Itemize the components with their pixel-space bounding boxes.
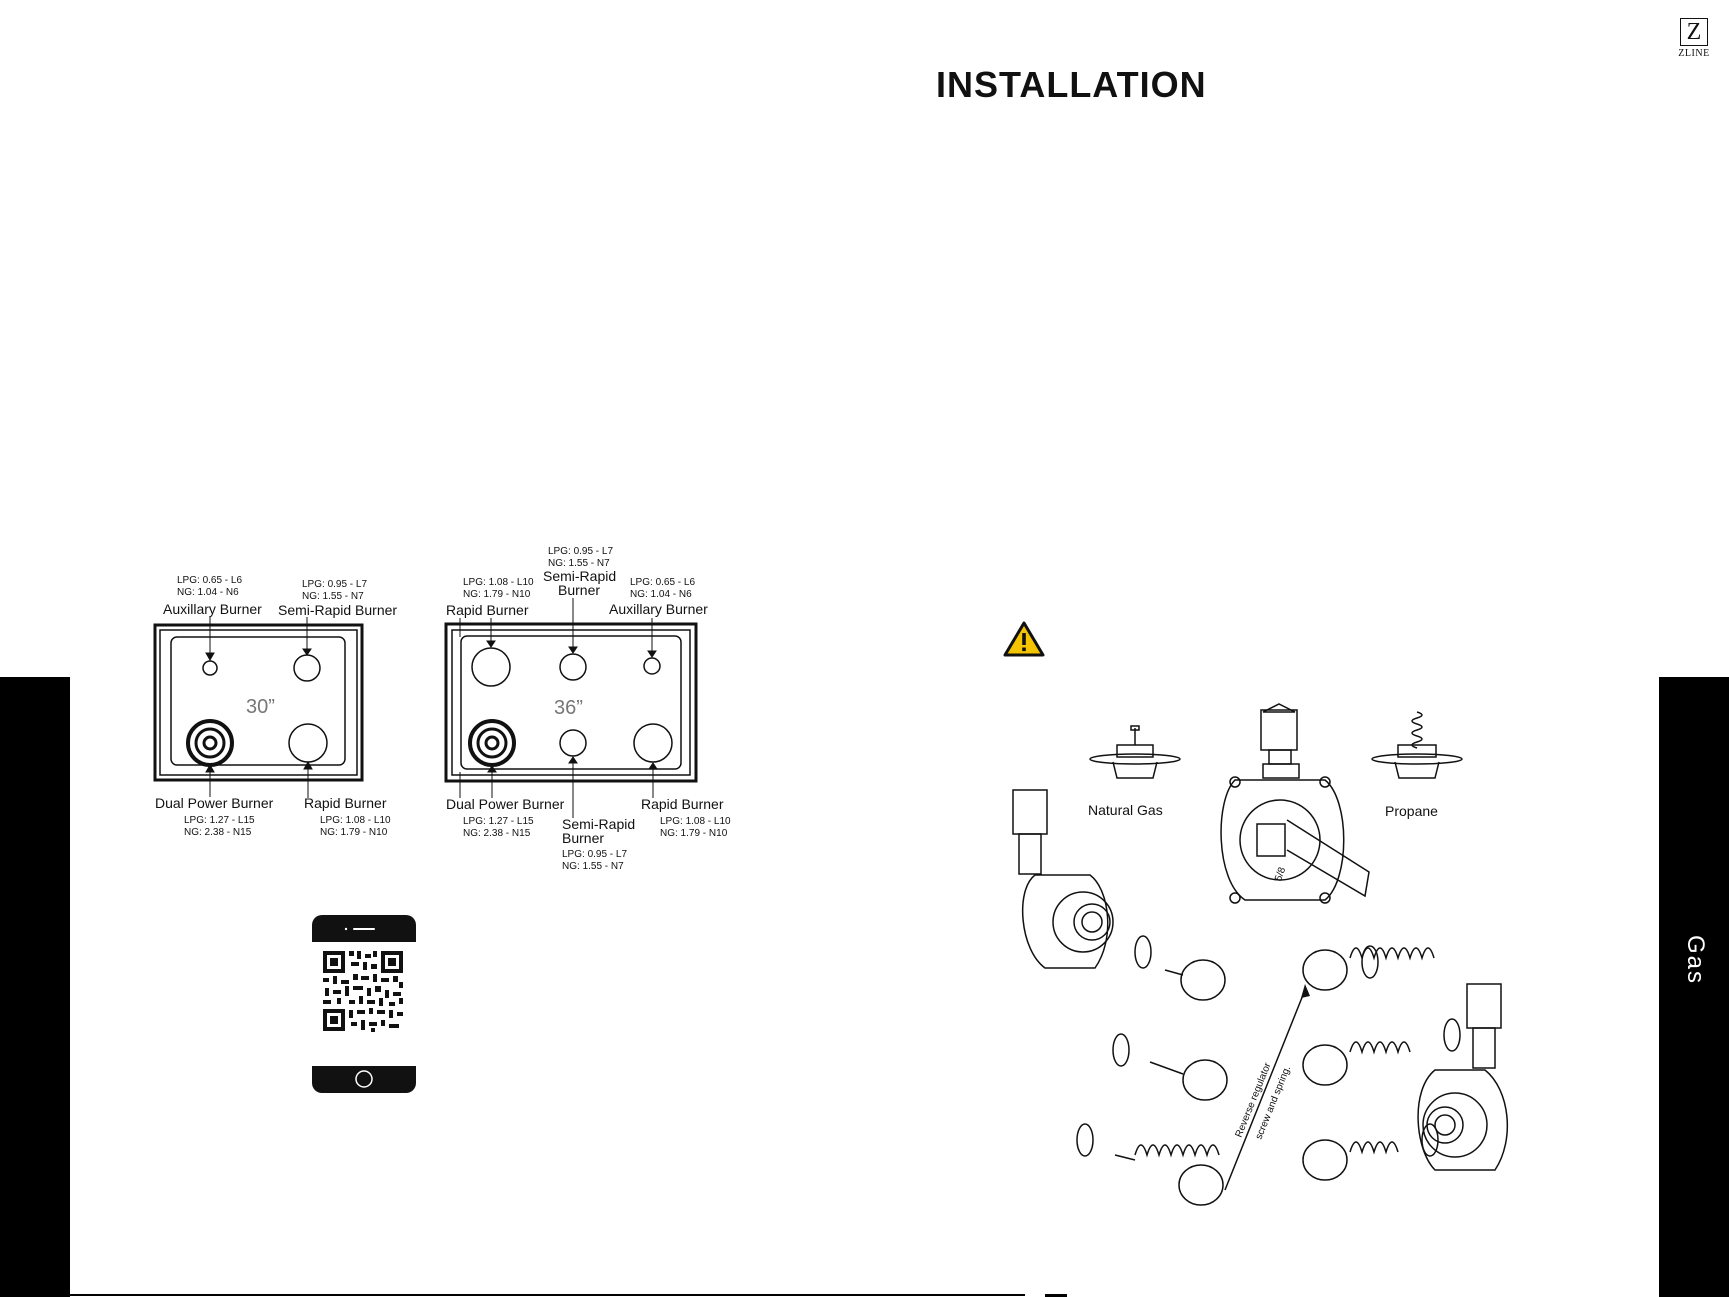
rapid-top-ng: NG: 1.79 - N10 (463, 589, 531, 600)
semi-bottom-ng: NG: 1.55 - N7 (562, 861, 624, 872)
dual-ng: NG: 2.38 - N15 (463, 828, 531, 839)
qr-code-phone-icon (312, 915, 416, 1093)
semi-label: Semi-Rapid Burner (278, 602, 397, 618)
rapid-bottom-label: Rapid Burner (641, 796, 724, 812)
natural-gas-label: Natural Gas (1088, 802, 1163, 818)
zline-logo: Z ZLINE (1677, 18, 1711, 68)
natural-gas-cap (1089, 725, 1181, 779)
right-regulator (1417, 983, 1508, 1171)
dual-label: Dual Power Burner (446, 796, 565, 812)
qr-code (323, 951, 403, 1032)
semi-lpg: LPG: 0.95 - L7 (302, 579, 367, 590)
aux-lpg: LPG: 0.65 - L6 (630, 577, 695, 588)
rapid-top-label: Rapid Burner (446, 602, 529, 618)
pointer-arrows (459, 598, 658, 818)
propane-cap (1371, 711, 1463, 779)
cooktop-outline (153, 623, 364, 782)
semi-bottom-label-1: Semi-Rapid (562, 816, 635, 832)
burner-diagram-30: LPG: 0.65 - L6 NG: 1.04 - N6 Auxillary B… (153, 575, 397, 838)
regulator-conversion-illustration: Natural Gas Propane 5/8 (1012, 703, 1508, 1206)
right-side-tab: Gas (1659, 677, 1729, 1297)
rapid-label: Rapid Burner (304, 795, 387, 811)
semi-top-label-2: Burner (558, 582, 600, 598)
cap-parts (1114, 949, 1348, 1206)
semi-top-ng: NG: 1.55 - N7 (548, 558, 610, 569)
semi-bottom-lpg: LPG: 0.95 - L7 (562, 849, 627, 860)
cooktop-outline (444, 622, 698, 783)
left-regulator (1012, 789, 1114, 969)
warning-icon (1003, 621, 1045, 657)
dual-lpg: LPG: 1.27 - L15 (463, 816, 534, 827)
side-tab-label: Gas (1682, 934, 1709, 985)
rapid-top-lpg: LPG: 1.08 - L10 (463, 577, 534, 588)
rapid-bottom-lpg: LPG: 1.08 - L10 (660, 816, 731, 827)
aux-ng: NG: 1.04 - N6 (630, 589, 692, 600)
dual-label: Dual Power Burner (155, 795, 274, 811)
left-side-tab (0, 677, 70, 1297)
logo-letter: Z (1680, 18, 1708, 46)
semi-top-lpg: LPG: 0.95 - L7 (548, 546, 613, 557)
dual-lpg: LPG: 1.27 - L15 (184, 815, 255, 826)
center-regulator (1220, 703, 1370, 904)
size-label: 36” (554, 697, 583, 719)
bottom-mark (1045, 1294, 1067, 1297)
propane-label: Propane (1385, 803, 1438, 819)
pointer-arrows (205, 617, 313, 798)
page-title: INSTALLATION (936, 64, 1207, 105)
fitting-size: 5/8 (1273, 865, 1288, 882)
semi-top-label-1: Semi-Rapid (543, 568, 616, 584)
logo-word: ZLINE (1678, 48, 1710, 59)
springs (1134, 947, 1435, 1158)
burner-diagram-36: LPG: 0.95 - L7 NG: 1.55 - N7 Semi-Rapid … (444, 546, 731, 872)
aux-lpg: LPG: 0.65 - L6 (177, 575, 242, 586)
rapid-lpg: LPG: 1.08 - L10 (320, 815, 391, 826)
aux-label: Auxillary Burner (163, 601, 262, 617)
dual-ng: NG: 2.38 - N15 (184, 827, 252, 838)
rapid-ng: NG: 1.79 - N10 (320, 827, 388, 838)
semi-bottom-label-2: Burner (562, 830, 604, 846)
aux-label: Auxillary Burner (609, 601, 708, 617)
rotation-arrows (1076, 935, 1461, 1157)
size-label: 30” (246, 696, 275, 718)
burners (468, 647, 673, 767)
aux-ng: NG: 1.04 - N6 (177, 587, 239, 598)
bottom-rule (70, 1294, 1025, 1296)
rapid-bottom-ng: NG: 1.79 - N10 (660, 828, 728, 839)
semi-ng: NG: 1.55 - N7 (302, 591, 364, 602)
reverse-arrow (1224, 989, 1306, 1191)
